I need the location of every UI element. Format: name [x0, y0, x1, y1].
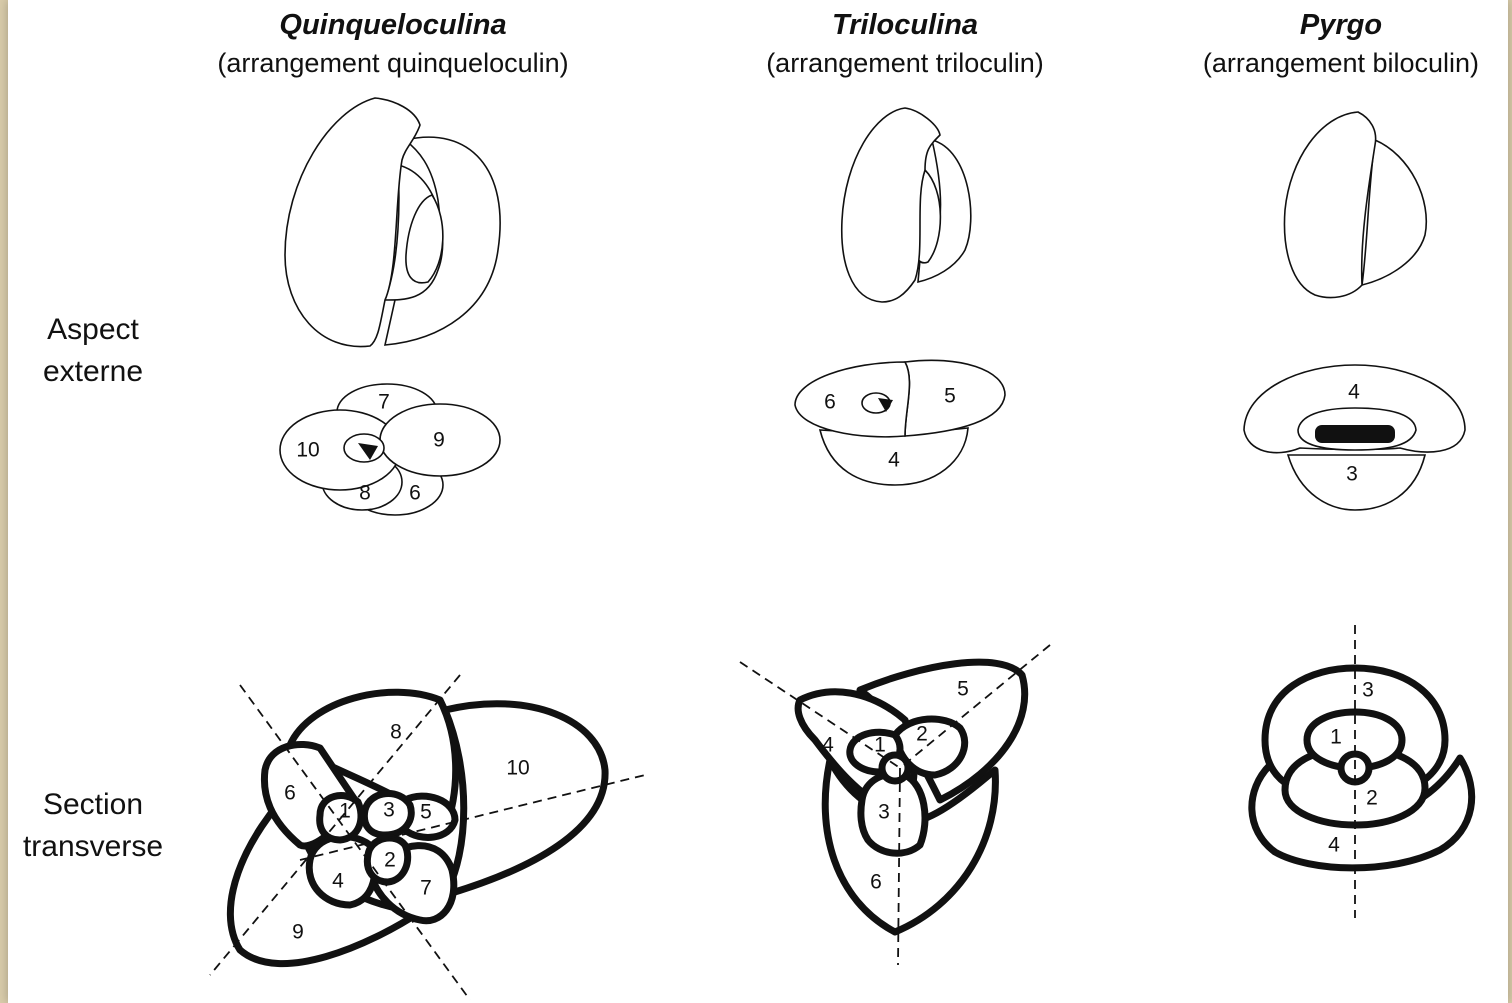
triloculina-section: 5 4 1 2 3 6	[740, 645, 1050, 965]
chamber-number: 1	[1330, 726, 1342, 749]
chamber-number: 6	[870, 871, 882, 894]
chamber-number: 3	[878, 801, 890, 824]
chamber-number: 8	[359, 482, 371, 505]
chamber-number: 6	[284, 782, 296, 805]
chamber-number: 8	[390, 721, 402, 744]
quinqueloculina-apertural-view: 7 10 9 8 6	[280, 384, 500, 515]
chamber-number: 3	[1346, 463, 1358, 486]
chamber-number: 2	[1366, 787, 1378, 810]
chamber-number: 10	[296, 439, 319, 462]
chamber-number: 7	[420, 877, 432, 900]
chamber-number: 4	[1328, 834, 1340, 857]
chamber-number: 5	[944, 385, 956, 408]
chamber-number: 1	[874, 734, 886, 757]
chamber-number: 9	[433, 429, 445, 452]
pyrgo-apertural-view: 4 3	[1244, 365, 1465, 510]
chamber-number: 4	[332, 870, 344, 893]
chamber-number: 6	[824, 391, 836, 414]
chamber-number: 9	[292, 921, 304, 944]
chamber-number: 4	[822, 734, 834, 757]
chamber-number: 5	[957, 678, 969, 701]
chamber-number: 3	[1362, 679, 1374, 702]
triloculina-apertural-view: 6 5 4	[795, 360, 1005, 485]
quinqueloculina-section: 8 10 6 1 3 5 4 2 7 9	[210, 675, 645, 1000]
chamber-number: 4	[1348, 381, 1360, 404]
chamber-number: 1	[339, 800, 351, 823]
foraminifera-drawings: 7 10 9 8 6	[8, 0, 1508, 1003]
quinqueloculina-side-view	[285, 98, 500, 347]
pyrgo-section: 3 1 2 4	[1252, 625, 1472, 918]
chamber-number: 2	[384, 849, 396, 872]
chamber-number: 4	[888, 449, 900, 472]
diagram-canvas: Quinqueloculina (arrangement quinquelocu…	[8, 0, 1508, 1003]
chamber-number: 7	[378, 391, 390, 414]
triloculina-side-view	[842, 108, 971, 302]
chamber-number: 6	[409, 482, 421, 505]
chamber-number: 5	[420, 801, 432, 824]
chamber-number: 3	[383, 799, 395, 822]
chamber-number: 2	[916, 723, 928, 746]
pyrgo-side-view	[1284, 112, 1426, 298]
chamber-number: 10	[506, 757, 529, 780]
